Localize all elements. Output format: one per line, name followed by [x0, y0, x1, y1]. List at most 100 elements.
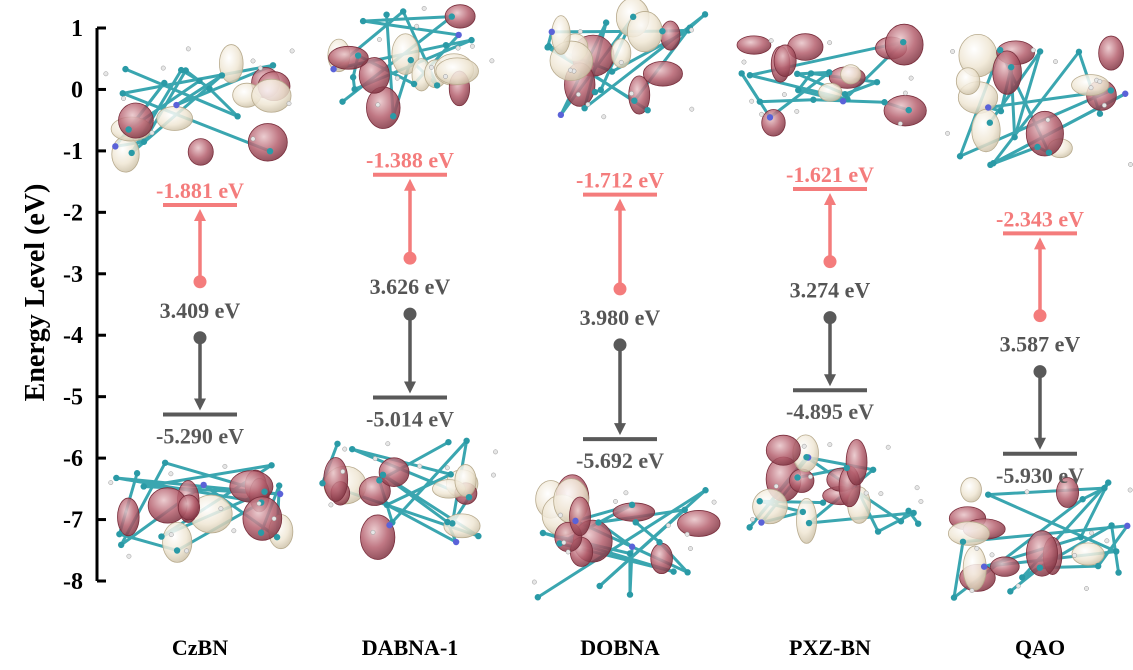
lumo-arrow-dot: [1033, 309, 1047, 323]
hydrogen-atom: [370, 529, 376, 535]
bond: [796, 71, 813, 92]
atom: [112, 143, 119, 150]
homo-arrow-head: [194, 398, 206, 411]
bond: [758, 98, 815, 104]
atom: [897, 518, 905, 525]
y-tick-label: -4: [63, 323, 83, 349]
bond: [385, 472, 453, 507]
hydrogen-atom: [759, 111, 764, 117]
hydrogen-atom: [160, 65, 166, 71]
hydrogen-atom: [863, 490, 869, 496]
hydrogen-atom: [878, 491, 884, 497]
atom: [319, 480, 326, 487]
orbital-lobe-positive: [677, 510, 721, 537]
hydrogen-atom: [601, 114, 607, 120]
orbital-lobe-negative: [960, 477, 982, 503]
orbital-lobe-positive: [765, 434, 801, 466]
atom: [383, 501, 391, 509]
atom: [339, 98, 346, 105]
atom: [140, 483, 147, 490]
hydrogen-atom: [665, 523, 671, 528]
atom: [1094, 562, 1102, 570]
orbital-lobe-negative: [443, 513, 481, 539]
homo-arrow-head: [614, 423, 626, 436]
hydrogen-atom: [340, 469, 346, 474]
orbital-lobe-positive: [1025, 110, 1064, 157]
hydrogen-atom: [489, 58, 495, 64]
hydrogen-atom: [257, 65, 263, 71]
orbital-lobe-negative: [611, 38, 632, 69]
y-tick-label: -6: [63, 446, 83, 472]
atom: [1036, 48, 1044, 55]
hydrogen-atom: [1024, 489, 1030, 495]
atom: [1108, 522, 1115, 529]
hydrogen-atom: [455, 45, 461, 51]
hydrogen-atom: [577, 29, 583, 35]
atom: [987, 161, 994, 169]
orbital-lobe-positive: [650, 542, 673, 575]
hydrogen-atom: [1101, 102, 1107, 108]
hydrogen-atom: [491, 472, 496, 478]
hydrogen-atom: [768, 38, 774, 44]
orbital-lobe-positive: [323, 457, 349, 502]
atom: [447, 471, 454, 478]
atom: [756, 98, 764, 105]
hydrogen-atom: [781, 92, 787, 98]
hydrogen-atom: [629, 91, 634, 96]
atom: [276, 490, 284, 498]
orbital-lobe-positive: [328, 45, 369, 70]
orbital-lobe-positive: [444, 4, 476, 29]
lumo-arrow-dot: [193, 275, 207, 289]
atom: [468, 36, 475, 44]
homo-arrow-dot: [403, 307, 417, 321]
energy-gap-label: 3.274 eV: [790, 278, 871, 303]
bond: [988, 145, 1040, 167]
hydrogen-atom: [918, 499, 924, 504]
lumo-orbital-image: [945, 33, 1133, 169]
hydrogen-atom: [121, 96, 127, 101]
homo-arrow-dot: [613, 338, 627, 352]
homo-value-label: -5.930 eV: [996, 463, 1084, 488]
atom: [900, 38, 907, 46]
lumo-arrow-head: [404, 178, 416, 191]
orbital-lobe-positive: [761, 109, 786, 137]
atom: [631, 97, 638, 104]
atom: [1115, 569, 1122, 576]
atom: [261, 488, 268, 495]
lumo-arrow-head: [824, 193, 836, 206]
orbital-lobe-negative: [251, 78, 292, 113]
orbital-lobe-positive: [358, 476, 391, 506]
atom: [950, 594, 958, 601]
homo-arrow-dot: [193, 331, 207, 345]
hydrogen-atom: [1097, 79, 1103, 84]
atom: [1075, 48, 1083, 56]
atom: [628, 501, 636, 509]
atom: [738, 70, 745, 77]
atom: [810, 96, 817, 103]
hydrogen-atom: [376, 37, 382, 42]
atom: [349, 445, 356, 453]
category-label: DOBNA: [580, 635, 660, 660]
atom: [273, 533, 281, 541]
orbital-lobe-negative: [796, 497, 817, 544]
orbital-lobe-positive: [569, 496, 591, 537]
hydrogen-atom: [286, 101, 292, 106]
atom: [1122, 90, 1129, 97]
lumo-value-label: -1.388 eV: [366, 148, 454, 173]
atom: [449, 520, 456, 527]
orbital-lobe-positive: [1098, 35, 1124, 71]
atom: [1113, 548, 1120, 555]
y-tick-label: -3: [63, 262, 83, 288]
lumo-arrow-dot: [403, 251, 417, 265]
atom: [701, 11, 709, 18]
hydrogen-atom: [623, 490, 629, 496]
orbital-lobe-positive: [773, 44, 797, 77]
hydrogen-atom: [969, 588, 975, 594]
molecule-dabna-1: -1.388 eV-5.014 eV3.626 eV: [366, 148, 454, 432]
lumo-value-label: -1.881 eV: [156, 178, 244, 203]
atom: [1007, 588, 1014, 595]
atom: [539, 529, 547, 537]
hydrogen-atom: [250, 136, 256, 142]
y-tick-label: -2: [63, 200, 83, 226]
